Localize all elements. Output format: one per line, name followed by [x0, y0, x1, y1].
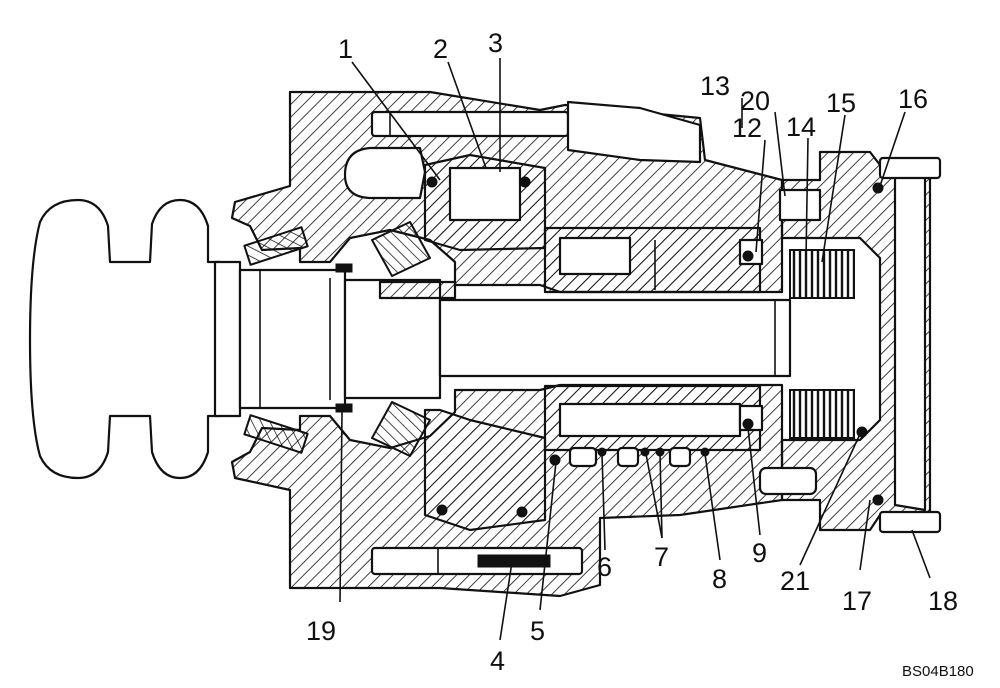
callout-18: 18 [928, 586, 958, 616]
callout-21: 21 [780, 566, 810, 596]
end-cover [758, 150, 942, 534]
callout-20: 20 [740, 86, 770, 116]
bolt-top [370, 100, 702, 164]
callout-5: 5 [530, 616, 545, 646]
swash-plate [423, 153, 547, 532]
bolt-4 [370, 546, 584, 576]
callout-6: 6 [597, 552, 612, 582]
callout-15: 15 [826, 88, 856, 118]
callout-16: 16 [898, 84, 928, 114]
drive-sprocket [28, 198, 222, 480]
callout-labels: 1 2 3 4 5 6 7 8 9 12 13 14 15 16 17 18 1… [306, 28, 958, 676]
callout-14: 14 [786, 112, 816, 142]
callout-9: 9 [752, 538, 767, 568]
callout-12: 12 [732, 113, 762, 143]
callout-4: 4 [490, 646, 505, 676]
cylinder-block [543, 226, 762, 468]
callout-2: 2 [433, 34, 448, 64]
callout-19: 19 [306, 616, 336, 646]
drawing-code: BS04B180 [902, 663, 974, 680]
callout-3: 3 [488, 28, 503, 58]
callout-17: 17 [842, 586, 872, 616]
leader-lines [339, 58, 931, 641]
callout-1: 1 [338, 34, 353, 64]
callout-8: 8 [712, 564, 727, 594]
callout-7: 7 [654, 542, 669, 572]
seals [335, 176, 884, 518]
bearing-left [243, 226, 309, 454]
output-shaft [213, 260, 792, 418]
callout-13: 13 [700, 71, 730, 101]
